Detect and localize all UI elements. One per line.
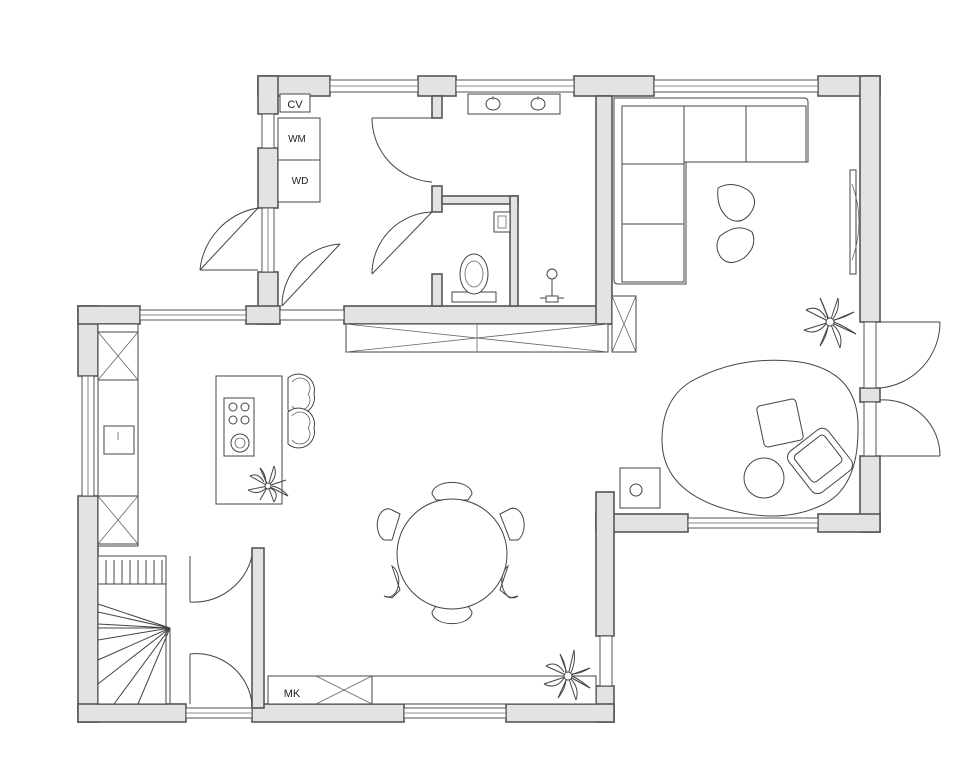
dining-chairs bbox=[376, 481, 525, 625]
washbasin-small bbox=[493, 211, 511, 233]
tv-unit bbox=[849, 169, 857, 275]
toilet-icon bbox=[459, 253, 489, 295]
dining-area bbox=[376, 481, 525, 625]
kitchen-sink bbox=[103, 425, 135, 455]
staircase-icon bbox=[97, 555, 171, 705]
mk-cabinet: MK bbox=[267, 649, 597, 705]
vanity-unit bbox=[467, 93, 561, 115]
washing-machine bbox=[277, 117, 321, 161]
side-table bbox=[743, 457, 785, 499]
footstool bbox=[756, 398, 804, 448]
armchair-icon bbox=[787, 427, 853, 495]
side-cabinet bbox=[619, 467, 661, 509]
mk-label: MK bbox=[284, 688, 301, 700]
cupboards bbox=[345, 295, 637, 353]
sofa-icon bbox=[613, 97, 809, 285]
ottoman bbox=[716, 227, 755, 263]
plant-icon bbox=[543, 649, 591, 701]
doors bbox=[189, 117, 941, 705]
ottoman bbox=[717, 184, 755, 222]
plant-icon bbox=[803, 297, 857, 349]
bathroom bbox=[451, 93, 564, 303]
wd-label: WD bbox=[292, 176, 309, 187]
wm-label: WM bbox=[288, 134, 306, 145]
windows bbox=[81, 79, 877, 719]
kitchen bbox=[97, 323, 315, 547]
plant-icon bbox=[247, 465, 289, 503]
bar-stool bbox=[287, 407, 315, 449]
dining-table-icon bbox=[396, 498, 508, 610]
utility-room: CV WM WD bbox=[277, 93, 321, 203]
cv-label: CV bbox=[287, 99, 303, 111]
cv-boiler bbox=[279, 93, 311, 113]
shower-icon bbox=[546, 268, 558, 280]
washer-dryer bbox=[277, 159, 321, 203]
living-area bbox=[613, 97, 860, 517]
